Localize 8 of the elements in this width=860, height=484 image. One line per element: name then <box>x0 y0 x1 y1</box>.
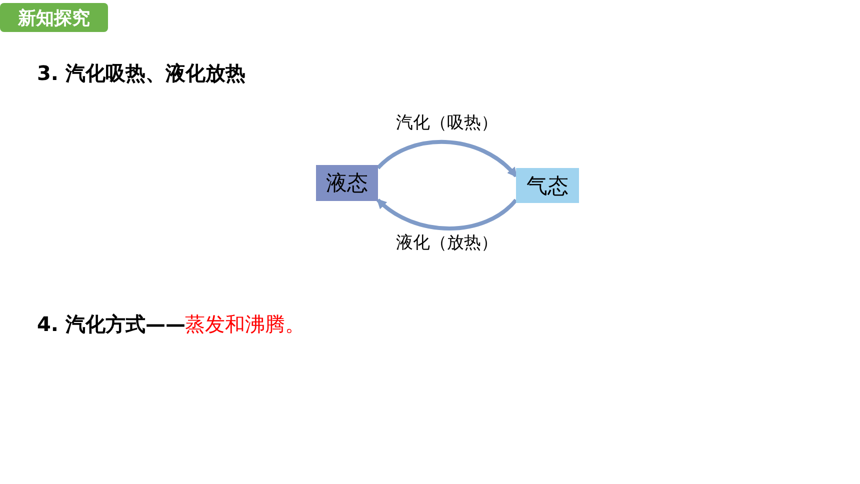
curved-arrow <box>376 140 518 178</box>
section-heading: 4. 汽化方式—— <box>37 311 186 338</box>
section-badge: 新知探究 <box>0 3 108 32</box>
state-box: 气态 <box>516 168 579 203</box>
curved-arrow <box>376 198 518 230</box>
section-heading: 3. 汽化吸热、液化放热 <box>37 60 246 87</box>
highlighted-answer: 蒸发和沸腾。 <box>185 311 305 338</box>
state-box: 液态 <box>316 165 378 201</box>
